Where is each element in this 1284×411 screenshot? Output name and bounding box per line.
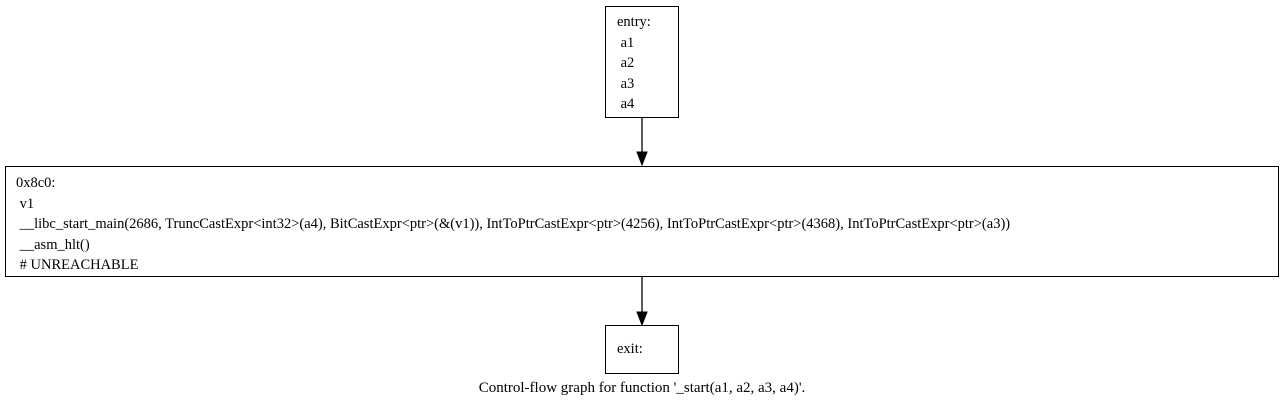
node-entry-line: a2 xyxy=(617,55,635,71)
node-exit-line: exit: xyxy=(617,341,643,357)
node-exit: exit: xyxy=(605,325,679,374)
node-block-line: __asm_hlt() xyxy=(16,236,90,253)
node-entry-line: a4 xyxy=(617,96,635,112)
node-block-line: 0x8c0: xyxy=(16,175,56,191)
node-block-line: v1 xyxy=(16,195,35,212)
edge-entry-to-block xyxy=(636,118,648,167)
node-basic-block: 0x8c0: v1 __libc_start_main(2686, TruncC… xyxy=(5,166,1279,277)
arrowhead-icon xyxy=(636,311,648,327)
node-entry-line: a1 xyxy=(617,34,635,51)
arrowhead-icon xyxy=(636,151,648,167)
node-entry-line: entry: xyxy=(617,14,651,30)
node-entry: entry: a1 a2 a3 a4 xyxy=(605,6,679,118)
node-entry-line: a3 xyxy=(617,75,635,92)
node-block-line: __libc_start_main(2686, TruncCastExpr<in… xyxy=(16,216,1011,232)
graph-caption: Control-flow graph for function '_start(… xyxy=(478,380,806,396)
node-block-line: # UNREACHABLE xyxy=(16,257,139,273)
edge-block-to-exit xyxy=(636,277,648,327)
